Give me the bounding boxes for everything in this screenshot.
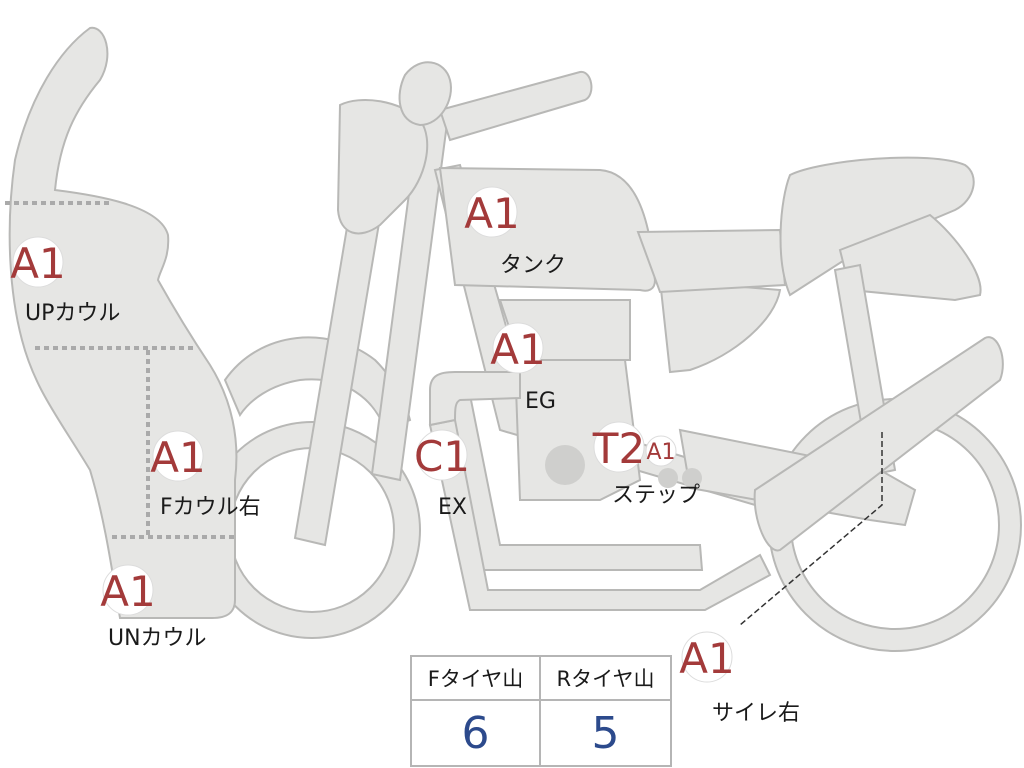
seat-front (636, 228, 787, 294)
front-tire-value: 6 (412, 701, 541, 765)
grade-bubble-step (593, 421, 645, 473)
headlight (336, 99, 429, 235)
rear-tire-value: 5 (591, 707, 620, 759)
label-tank: タンク (500, 253, 566, 278)
grade-up-cowl: A1 (10, 239, 65, 288)
label-eg: EG (525, 389, 556, 414)
grade-bubble-eg (492, 322, 544, 374)
grade-bubble-ex (416, 429, 468, 481)
grade-muffler: A1 (679, 634, 734, 683)
rear-cowl-tail (838, 213, 982, 302)
label-muffler-right: サイレ右 (712, 701, 800, 726)
grade-bubble-f-cowl (152, 430, 204, 482)
grade-eg: A1 (490, 325, 545, 374)
grade-ex: C1 (414, 432, 470, 481)
grade-step-sub: A1 (646, 440, 675, 465)
grade-tank: A1 (464, 189, 519, 238)
muffler (753, 336, 1004, 552)
side-cover (658, 278, 782, 374)
label-un-cowl: UNカウル (108, 626, 207, 651)
label-ex: EX (438, 495, 467, 520)
seat-cowl (779, 156, 975, 297)
grade-bubble-step-sub (645, 435, 677, 467)
front-tire-header: Fタイヤ山 (412, 657, 541, 701)
grade-un-cowl: A1 (100, 567, 155, 616)
rear-tire-header: Rタイヤ山 (541, 657, 670, 701)
leader-line (739, 432, 883, 626)
exhaust-pipe (429, 371, 521, 427)
handlebar (438, 70, 593, 142)
grade-bubble-un-cowl (102, 564, 154, 616)
lower-frame (428, 418, 772, 611)
front-fender (223, 336, 412, 432)
label-up-cowl: UPカウル (25, 301, 120, 326)
mirror (398, 61, 452, 127)
tire-tread-table: Fタイヤ山 Rタイヤ山 6 5 (410, 655, 672, 767)
fairing-seams (5, 201, 235, 539)
grade-bubble-up-cowl (12, 236, 64, 288)
grade-f-cowl: A1 (150, 433, 205, 482)
label-step: ステップ (612, 483, 700, 508)
grade-step: T2 (592, 424, 645, 473)
grade-bubble-tank (466, 186, 518, 238)
label-f-cowl-right: Fカウル右 (160, 495, 261, 520)
grade-bubble-muffler (681, 631, 733, 683)
